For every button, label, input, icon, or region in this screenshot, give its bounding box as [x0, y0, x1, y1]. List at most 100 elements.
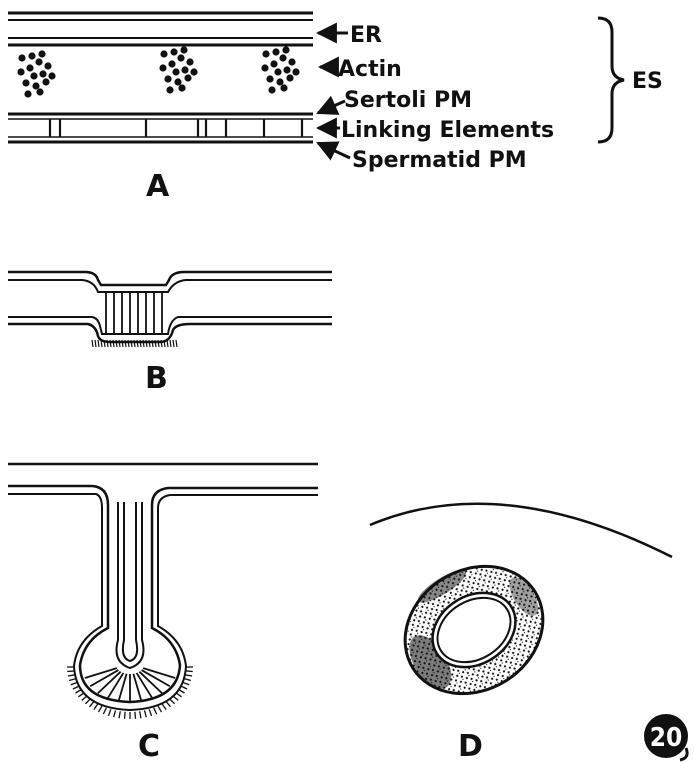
actin-dot: [38, 50, 45, 57]
er-label: ER: [350, 23, 382, 48]
linking-elements-label: Linking Elements: [341, 118, 554, 143]
panel-d: D: [370, 504, 672, 762]
actin-dot: [44, 62, 51, 69]
d-cell-membrane-arc: [370, 504, 672, 557]
c-bristle: [186, 671, 193, 672]
c-outer-left-wall: [8, 486, 318, 702]
actin-dot: [36, 88, 43, 95]
actin-dot: [292, 68, 299, 75]
actin-dot: [283, 66, 290, 73]
c-bristle: [67, 671, 74, 672]
c-bristle: [181, 686, 187, 689]
actin-dot: [32, 82, 39, 89]
actin-dot: [168, 60, 175, 67]
actin-dot: [177, 54, 184, 61]
actin-dot: [160, 50, 167, 57]
actin-dot: [42, 78, 49, 85]
c-bristle: [78, 693, 84, 697]
c-bristle: [94, 704, 98, 710]
c-bristle: [119, 711, 120, 718]
actin-dot: [190, 68, 197, 75]
c-bristle: [114, 710, 116, 717]
c-inner-canal-2: [123, 502, 137, 661]
panel-b-label: B: [145, 361, 168, 396]
actin-dot: [279, 54, 286, 61]
actin-label: Actin: [338, 57, 402, 82]
b-bristle: [92, 340, 93, 347]
actin-dot: [181, 66, 188, 73]
c-bristle: [108, 709, 110, 716]
panel-c: C: [8, 464, 318, 762]
c-bristle: [135, 712, 136, 719]
d-cross-section: [380, 539, 567, 719]
c-bristle: [158, 706, 162, 712]
actin-dot: [270, 60, 277, 67]
es-brace: [598, 18, 624, 142]
b-linking-elements: [106, 293, 162, 334]
c-bristle: [176, 693, 182, 697]
b-upper-membrane-inner: [8, 280, 332, 292]
b-bristle: [95, 340, 96, 347]
c-bristle: [73, 686, 79, 689]
actin-dot: [174, 78, 181, 85]
actin-dot: [272, 48, 279, 55]
c-bristle: [162, 704, 166, 710]
actin-dot: [178, 84, 185, 91]
actin-dot: [170, 48, 177, 55]
sertoli-pm-label: Sertoli PM: [344, 88, 472, 113]
linking-elements: [50, 119, 302, 137]
actin-dot: [26, 64, 33, 71]
actin-dot: [22, 79, 29, 86]
actin-dot: [24, 90, 31, 97]
spermatid-pm-label: Spermatid PM: [352, 148, 527, 173]
actin-dot: [30, 72, 37, 79]
figure-number-badge: 20: [644, 714, 688, 760]
c-bristle: [85, 699, 90, 704]
spermatid-pm-membrane: [8, 137, 313, 142]
actin-dot: [39, 70, 46, 77]
actin-dot: [166, 86, 173, 93]
actin-dot: [262, 50, 269, 57]
c-bristle: [154, 708, 157, 714]
panel-c-label: C: [138, 729, 160, 762]
c-bristle: [144, 710, 146, 717]
panel-d-label: D: [458, 729, 483, 762]
actin-dot: [35, 58, 42, 65]
c-bristle: [75, 690, 81, 694]
c-bristle: [185, 675, 192, 676]
c-bristle: [69, 679, 76, 681]
actin-dot: [261, 64, 268, 71]
c-bristle: [173, 696, 178, 700]
b-bristle-coat: [92, 340, 177, 347]
b-bristle: [176, 340, 177, 347]
c-bristle: [103, 708, 106, 714]
actin-dot: [288, 58, 295, 65]
er-membrane: [8, 13, 313, 45]
spermatid-pm-arrow: [318, 143, 350, 158]
c-bristle: [178, 690, 184, 694]
actin-dot: [17, 68, 24, 75]
figure-number-text: 20: [650, 723, 683, 753]
actin-dot: [282, 46, 289, 53]
actin-dot: [48, 72, 55, 79]
c-bristle: [71, 682, 78, 684]
c-linking-elements: [85, 668, 175, 703]
actin-dot: [159, 64, 166, 71]
b-upper-membrane-outer: [8, 272, 332, 285]
c-inner-canal: [117, 502, 144, 668]
c-bristle: [166, 701, 170, 706]
panel-b: B: [8, 272, 332, 396]
b-lower-membrane-upper: [8, 317, 332, 334]
actin-dot: [274, 68, 281, 75]
actin-dot: [266, 75, 273, 82]
actin-dot: [286, 74, 293, 81]
actin-dot: [186, 58, 193, 65]
c-bristle: [183, 682, 190, 684]
c-bristle: [68, 675, 75, 676]
b-bristle: [170, 340, 171, 347]
b-bristle: [173, 340, 174, 347]
c-bristle: [149, 709, 151, 716]
actin-filament-clusters: [17, 46, 299, 97]
actin-dot: [172, 68, 179, 75]
